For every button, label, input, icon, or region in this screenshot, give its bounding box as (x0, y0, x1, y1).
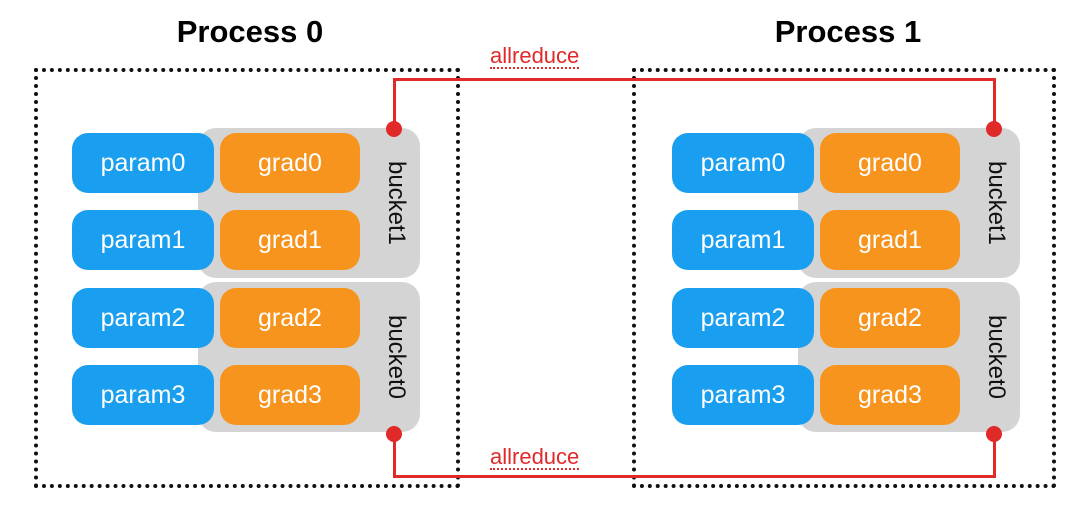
p1-grad1: grad1 (820, 210, 960, 270)
p0-grad1: grad1 (220, 210, 360, 270)
top-connector-bar (393, 78, 996, 81)
process-1-box (632, 68, 1056, 488)
p1-grad2: grad2 (820, 288, 960, 348)
process-0-title: Process 0 (176, 14, 324, 49)
p1-bucket1-endpoint (986, 121, 1002, 137)
p1-bucket0-endpoint (986, 426, 1002, 442)
p0-param2: param2 (72, 288, 214, 348)
top-allreduce-label: allreduce (490, 43, 580, 69)
bottom-connector-bar (393, 475, 996, 478)
p1-param3: param3 (672, 365, 814, 425)
p1-grad0: grad0 (820, 133, 960, 193)
p1-param1: param1 (672, 210, 814, 270)
p1-param0: param0 (672, 133, 814, 193)
p0-bucket1-label: bucket1 (383, 160, 410, 246)
top-connector-right-riser (993, 78, 996, 129)
p0-grad3: grad3 (220, 365, 360, 425)
process-1-title: Process 1 (774, 14, 922, 49)
p0-grad0: grad0 (220, 133, 360, 193)
p1-bucket1-label: bucket1 (983, 160, 1010, 246)
bottom-connector-right-riser (993, 434, 996, 478)
p0-param1: param1 (72, 210, 214, 270)
p0-bucket1-endpoint (386, 121, 402, 137)
p0-bucket0-label: bucket0 (383, 314, 410, 400)
p0-param3: param3 (72, 365, 214, 425)
p1-grad3: grad3 (820, 365, 960, 425)
top-connector-left-riser (393, 78, 396, 129)
bottom-allreduce-label: allreduce (490, 444, 580, 470)
p0-param0: param0 (72, 133, 214, 193)
p0-bucket0-endpoint (386, 426, 402, 442)
p0-grad2: grad2 (220, 288, 360, 348)
p1-param2: param2 (672, 288, 814, 348)
process-0-box (34, 68, 460, 488)
p1-bucket0-label: bucket0 (983, 314, 1010, 400)
bottom-connector-left-riser (393, 434, 396, 478)
